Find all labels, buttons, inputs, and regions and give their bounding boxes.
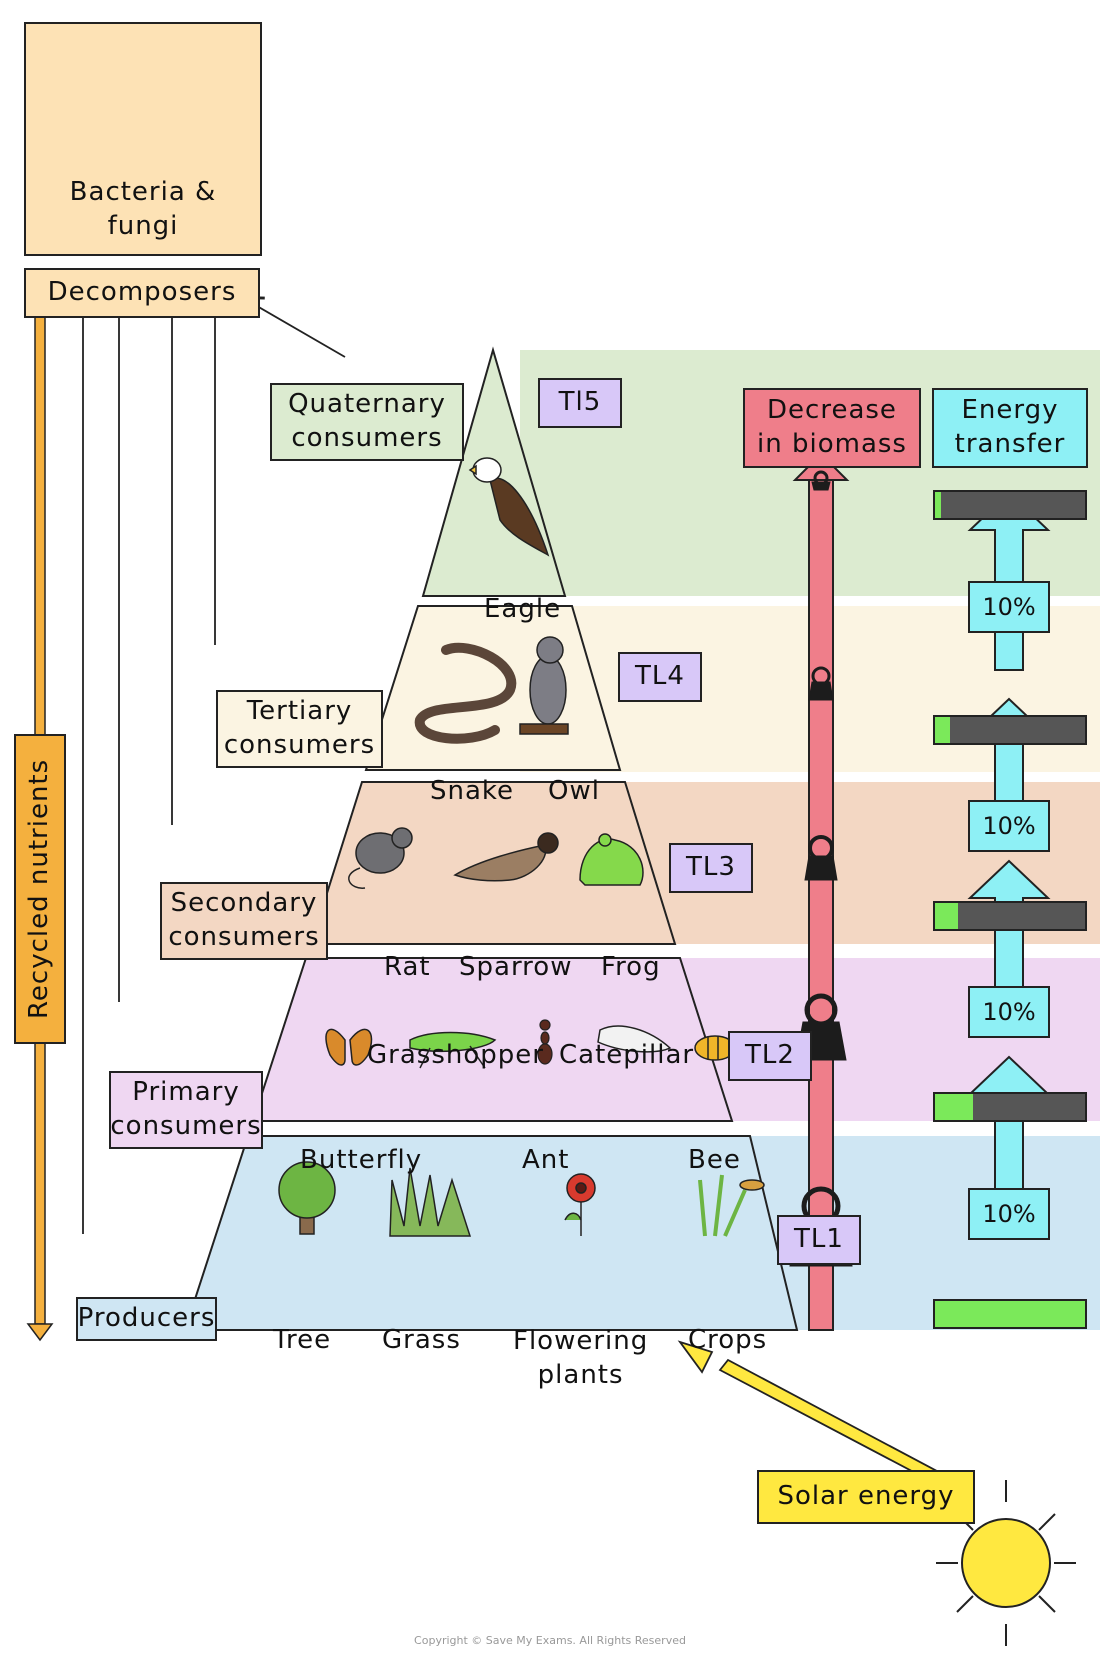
caterpillar-icon (597, 1025, 672, 1053)
tree-icon (278, 1161, 336, 1235)
energy-bar-tl5 (933, 490, 1087, 520)
tl3-tag: TL3 (669, 843, 753, 893)
organism-rat: Rat (384, 952, 431, 982)
copyright-text: Copyright © Save My Exams. All Rights Re… (414, 1634, 686, 1647)
producers-label: Producers (76, 1297, 217, 1341)
solar-energy-label: Solar energy (757, 1470, 975, 1524)
tl4-tag: TL4 (618, 652, 702, 702)
energy-percent-tl4-tl5: 10% (968, 581, 1050, 633)
crops-icon (698, 1174, 765, 1237)
energy-bar-tl2 (933, 1092, 1087, 1122)
tl2-tag: TL2 (728, 1031, 812, 1081)
solar-arrow-shaft (718, 1358, 952, 1490)
organism-sparrow: Sparrow (459, 952, 573, 982)
primary-consumers-label: Primary consumers (109, 1071, 263, 1149)
recycled-nutrients-box: Recycled nutrients (14, 734, 66, 1044)
tl1-tag: TL1 (777, 1215, 861, 1265)
secondary-consumers-label: Secondary consumers (160, 882, 328, 960)
quaternary-consumers-label: Quaternary consumers (270, 383, 464, 461)
flower-icon (564, 1173, 596, 1236)
sun-icon (936, 1480, 1076, 1646)
organism-butterfly: Butterfly (300, 1145, 423, 1175)
organism-eagle: Eagle (484, 594, 562, 624)
organism-ant: Ant (522, 1145, 570, 1175)
energy-bar-tl4 (933, 715, 1087, 745)
energy-fill-tl2 (935, 1094, 973, 1120)
frog-icon (579, 833, 644, 886)
eagle-icon (468, 457, 550, 557)
grasshopper-icon (409, 1031, 497, 1069)
decomposers-title: Decomposers (47, 277, 237, 308)
organism-frog: Frog (601, 952, 661, 982)
organism-catepillar: Catepillar (559, 1040, 695, 1070)
energy-percent-tl3-tl4: 10% (968, 800, 1050, 852)
organism-tree: Tree (273, 1325, 332, 1355)
organism-snake: Snake (430, 776, 515, 806)
biomass-shaft (808, 477, 834, 1331)
grass-icon (389, 1167, 472, 1237)
snake-icon (414, 642, 517, 744)
energy-transfer-label: Energy transfer (932, 388, 1088, 468)
decrease-in-biomass-label: Decrease in biomass (743, 388, 921, 468)
energy-fill-tl5 (935, 492, 941, 518)
energy-percent-tl2-tl3: 10% (968, 986, 1050, 1038)
organism-grass: Grass (382, 1325, 461, 1355)
energy-bar-tl3 (933, 901, 1087, 931)
tertiary-consumers-label: Tertiary consumers (216, 690, 383, 768)
organism-crops: Crops (688, 1325, 768, 1355)
decomposer-organisms-label: Bacteria & fungi (69, 177, 217, 242)
energy-fill-tl3 (935, 903, 958, 929)
sparrow-icon (453, 832, 559, 882)
owl-icon (519, 636, 569, 735)
tl4-trapezoid (364, 605, 622, 771)
tl5-tag: Tl5 (538, 378, 622, 428)
organism-grasshopper: Grasshopper (367, 1040, 544, 1070)
solar-arrowhead (677, 1340, 714, 1374)
organism-flowering-plants: Flowering plants (513, 1326, 649, 1390)
butterfly-icon (325, 1028, 373, 1066)
decomposers-title-box: Decomposers (24, 268, 260, 318)
organism-owl: Owl (548, 776, 600, 806)
energy-fill-tl4 (935, 717, 950, 743)
energy-bar-tl1 (933, 1299, 1087, 1329)
energy-percent-tl1-tl2: 10% (968, 1188, 1050, 1240)
recycled-nutrients-label: Recycled nutrients (24, 758, 55, 1020)
ant-icon (537, 1019, 553, 1065)
energy-fill-tl1 (935, 1301, 1085, 1327)
decomposer-organisms-box: Bacteria & fungi (24, 22, 262, 256)
recycled-arrowhead (26, 1323, 54, 1342)
organism-bee: Bee (688, 1145, 741, 1175)
quaternary-arrow (239, 295, 346, 358)
rat-icon (348, 827, 413, 889)
tl1-trapezoid (183, 1135, 799, 1331)
